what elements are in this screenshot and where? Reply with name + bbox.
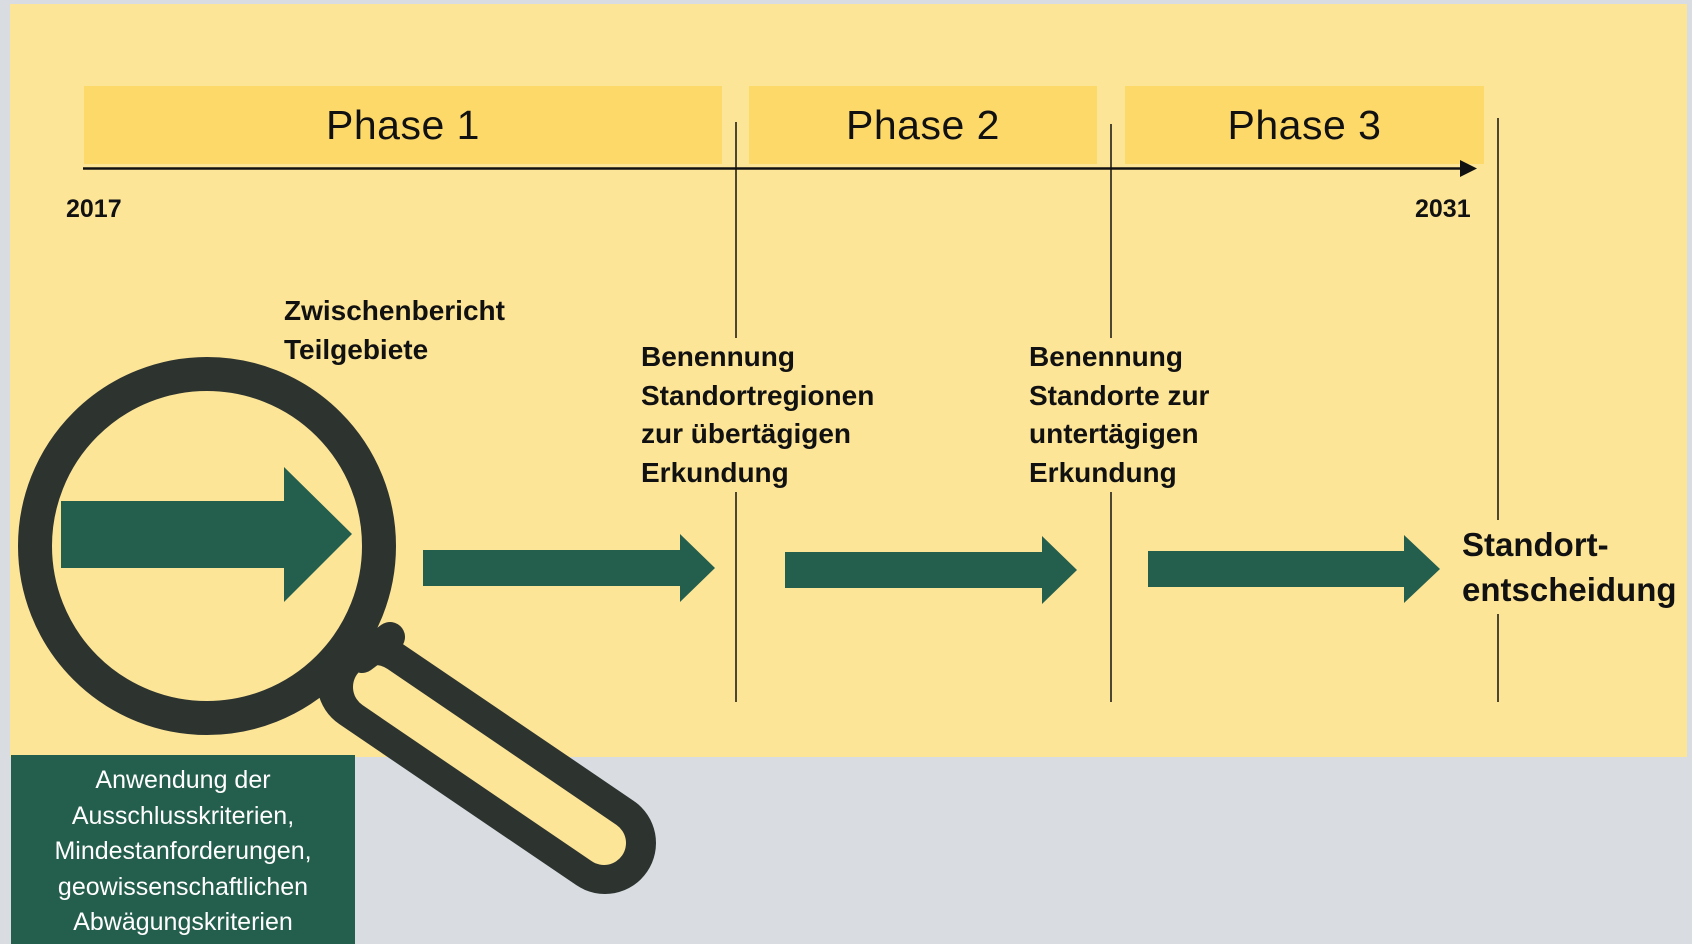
milestone-regions-line-3: zur übertägigen: [641, 418, 852, 449]
criteria-box: Anwendung der Ausschlusskriterien, Minde…: [11, 755, 355, 944]
criteria-line-1: Anwendung der: [95, 766, 271, 794]
timeline-start-year: 2017: [66, 195, 122, 223]
milestone-sites: Benennung Standorte zur untertägigen Erk…: [1027, 338, 1212, 492]
phase-3-box: Phase 3: [1125, 86, 1484, 164]
criteria-line-5: Abwägungskriterien: [73, 908, 293, 936]
process-arrow-4: [1148, 535, 1440, 603]
milestone-sites-line-3: untertägigen: [1029, 418, 1199, 449]
final-line-1: Standort-: [1462, 526, 1609, 563]
milestone-regions-line-1: Benennung: [641, 341, 795, 372]
milestone-sites-line-1: Benennung: [1029, 341, 1183, 372]
final-site-decision: Standort- entscheidung: [1462, 520, 1677, 614]
process-arrow-2: [423, 534, 715, 602]
milestone-interim-line-1: Zwischenbericht: [284, 295, 505, 326]
magnifying-glass-icon: [18, 357, 656, 894]
milestone-regions-line-2: Standortregionen: [641, 379, 875, 411]
phase-3-label: Phase 3: [1227, 101, 1382, 148]
timeline-end-year: 2031: [1415, 195, 1471, 223]
final-line-2: entscheidung: [1462, 571, 1677, 608]
process-arrow-1: [61, 467, 352, 602]
milestone-interim-report: Zwischenbericht Teilgebiete: [282, 292, 507, 369]
phase-1-box: Phase 1: [84, 86, 722, 164]
process-arrow-3: [785, 536, 1077, 604]
time-axis-arrowhead: [1460, 160, 1477, 177]
criteria-line-2: Ausschlusskriterien,: [71, 801, 295, 830]
milestone-site-regions: Benennung Standortregionen zur übertägig…: [639, 338, 877, 492]
phase-1-label: Phase 1: [326, 101, 480, 148]
milestone-interim-line-2: Teilgebiete: [284, 333, 429, 365]
criteria-line-4: geowissenschaftlichen: [57, 872, 309, 901]
milestone-sites-line-2: Standorte zur: [1029, 379, 1210, 411]
phase-2-box: Phase 2: [749, 86, 1097, 164]
milestone-sites-line-4: Erkundung: [1029, 456, 1177, 488]
phase-2-label: Phase 2: [846, 101, 1000, 148]
criteria-line-3: Mindestanforderungen,: [54, 837, 312, 865]
milestone-regions-line-4: Erkundung: [641, 456, 789, 488]
